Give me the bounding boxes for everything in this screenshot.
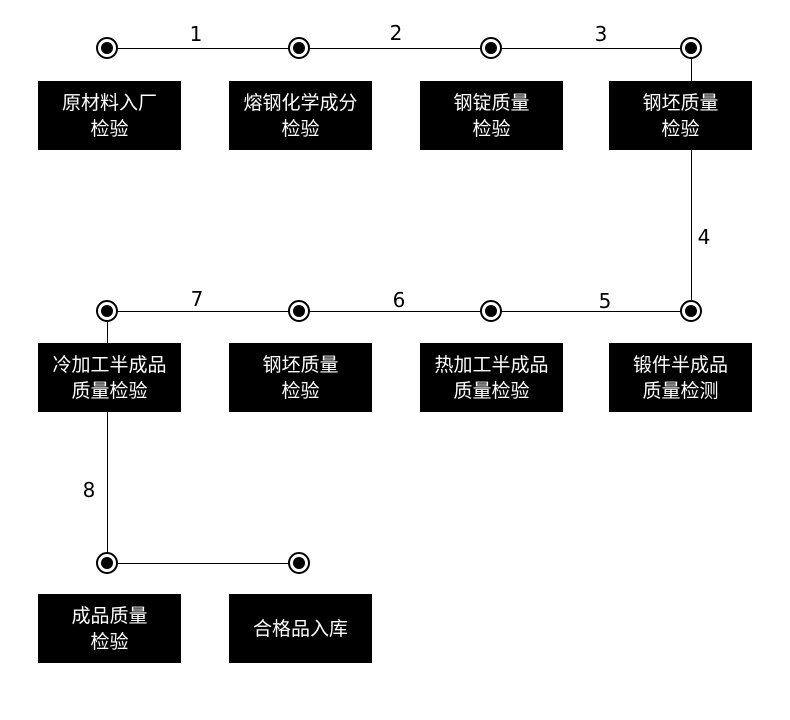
- connector-row2-line: [107, 311, 691, 312]
- edge-label-3: 3: [594, 22, 608, 46]
- flow-node-2: [288, 37, 310, 59]
- flow-node-7: [480, 300, 502, 322]
- flow-node-1: [96, 37, 118, 59]
- flow-node-9: [96, 552, 118, 574]
- process-box-steel-billet-quality-inspection-top: 钢坯质量 检验: [609, 81, 752, 150]
- edge-label-1: 1: [189, 22, 203, 46]
- flow-node-3: [480, 37, 502, 59]
- process-box-hot-worked-semifinished-quality-inspection: 热加工半成品 质量检验: [420, 343, 563, 412]
- process-box-finished-product-quality-inspection: 成品质量 检验: [38, 594, 181, 663]
- flow-node-4: [680, 37, 702, 59]
- flow-node-5: [96, 300, 118, 322]
- process-box-label: 冷加工半成品 质量检验: [52, 353, 167, 402]
- process-box-label: 钢锭质量 检验: [453, 91, 530, 140]
- process-box-label: 热加工半成品 质量检验: [434, 353, 549, 402]
- connector-row3-line: [107, 563, 299, 564]
- process-box-steel-ingot-quality-inspection: 钢锭质量 检验: [420, 81, 563, 150]
- process-box-cold-worked-semifinished-quality-inspection: 冷加工半成品 质量检验: [38, 343, 181, 412]
- connector-row1-line: [107, 48, 691, 49]
- edge-label-2: 2: [389, 21, 403, 45]
- edge-label-5: 5: [598, 289, 612, 313]
- edge-label-4: 4: [697, 225, 711, 249]
- edge-label-7: 7: [190, 287, 204, 311]
- process-box-label: 锻件半成品 质量检测: [632, 353, 728, 402]
- process-box-forging-semifinished-quality-testing: 锻件半成品 质量检测: [609, 343, 752, 412]
- edge-label-8: 8: [82, 478, 96, 502]
- process-box-molten-steel-chemical-composition-inspection: 熔钢化学成分 检验: [229, 81, 372, 150]
- flow-node-10: [288, 552, 310, 574]
- flow-node-8: [680, 300, 702, 322]
- flow-node-6: [288, 300, 310, 322]
- connector-step4-vertical-line: [691, 48, 692, 311]
- process-box-label: 钢坯质量 检验: [642, 91, 719, 140]
- process-box-steel-billet-quality-inspection-mid: 钢坯质量 检验: [229, 343, 372, 412]
- process-box-label: 钢坯质量 检验: [262, 353, 339, 402]
- process-box-label: 合格品入库: [252, 617, 348, 640]
- connector-step8-vertical-line: [107, 311, 108, 563]
- process-box-label: 熔钢化学成分 检验: [243, 91, 358, 140]
- process-box-label: 原材料入厂 检验: [61, 91, 157, 140]
- process-box-label: 成品质量 检验: [71, 604, 148, 653]
- process-box-qualified-product-warehousing: 合格品入库: [229, 594, 372, 663]
- process-box-raw-material-entry-inspection: 原材料入厂 检验: [38, 81, 181, 150]
- edge-label-6: 6: [392, 288, 406, 312]
